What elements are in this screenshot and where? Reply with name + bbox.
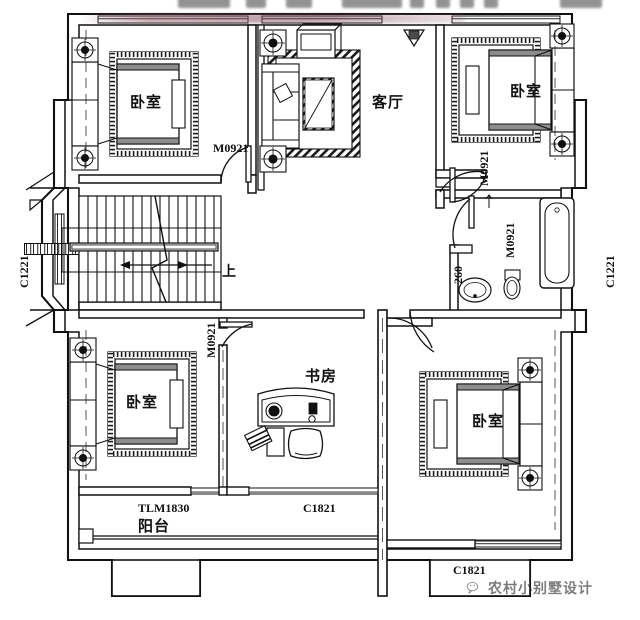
room-label-bedroom-bottom-left: 卧室	[126, 395, 159, 411]
window-code-left: C1221	[17, 255, 31, 288]
room-label-bedroom-top-right: 卧室	[510, 84, 543, 100]
wechat-icon	[466, 582, 479, 594]
door-code-bathroom: M0921	[503, 222, 517, 258]
window-code-balcony: TLM1830	[138, 501, 190, 515]
room-label-bedroom-bottom-right: 卧室	[472, 414, 505, 430]
room-label-study: 书房	[305, 369, 338, 385]
dimension-260: 260	[451, 266, 465, 284]
window-code-bottom-right: C1821	[453, 563, 486, 577]
watermark: 农村小别墅设计	[466, 578, 593, 598]
door-code-bottom-left: M0921	[204, 322, 218, 358]
header-smear	[0, 0, 640, 11]
room-label-balcony: 阳台	[138, 519, 171, 535]
window-code-study: C1821	[303, 501, 336, 515]
door-code-top-right: M0921	[477, 150, 491, 186]
stairs-direction-label: 上	[222, 265, 237, 280]
window-code-right: C1221	[603, 255, 617, 288]
door-code-top-left: M0921	[213, 141, 249, 155]
room-label-living-room: 客厅	[372, 95, 405, 111]
room-label-bedroom-top-left: 卧室	[130, 95, 163, 111]
watermark-text: 农村小别墅设计	[488, 581, 593, 597]
